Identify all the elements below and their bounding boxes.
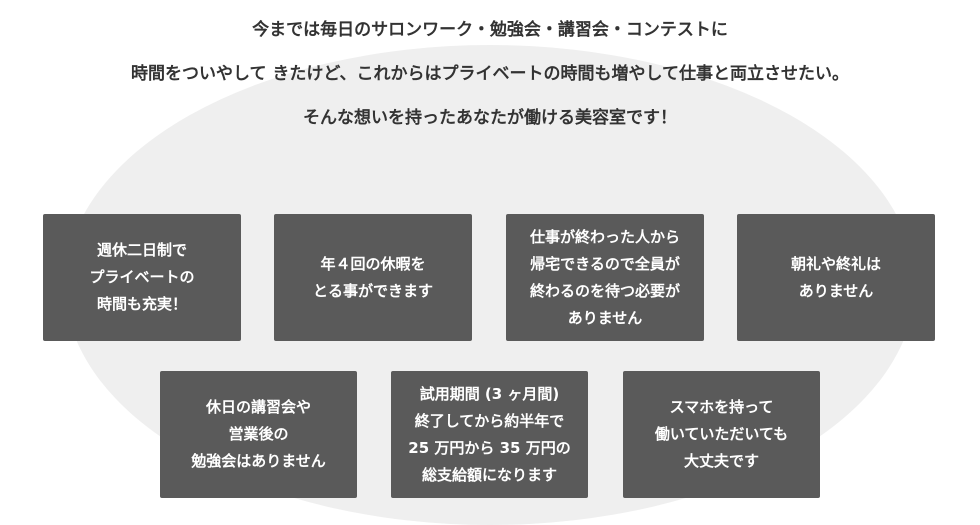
card-line: 帰宅できるので全員が [530,254,680,273]
card-line: 仕事が終わった人から [529,227,680,246]
benefit-card-salary: 試用期間 (3 ヶ月間) 終了してから約半年で 25 万円から 35 万円の 総… [391,371,588,498]
card-line: 週休二日制で [96,241,187,259]
benefit-card-go-home-early: 仕事が終わった人から 帰宅できるので全員が 終わるのを待つ必要が ありません [506,214,704,341]
card-line: 試用期間 (3 ヶ月間) [419,384,560,403]
card-line: とる事ができます [312,281,433,300]
benefit-card-weekly-holidays: 週休二日制で プライベートの 時間も充実！ [43,214,241,341]
card-line: スマホを持って [669,398,774,416]
card-line: 朝礼や終礼は [790,254,881,273]
card-line: 総支給額になります [421,465,557,484]
card-line: 働いていただいても [654,425,789,443]
intro-line-1: 今までは毎日のサロンワーク・勉強会・講習会・コンテストに [252,20,728,40]
intro-line-3: そんな想いを持ったあなたが働ける美容室です！ [303,108,677,128]
card-line: 終了してから約半年で [414,411,565,430]
benefit-card-no-study-sessions: 休日の講習会や 営業後の 勉強会はありません [160,371,357,498]
card-line: 大丈夫です [683,452,759,470]
card-line: 終わるのを待つ必要が [529,281,680,300]
benefit-card-smartphone-ok: スマホを持って 働いていただいても 大丈夫です [623,371,820,498]
benefit-card-vacation: 年４回の休暇を とる事ができます [274,214,472,341]
intro-line-2: 時間をついやして きたけど、これからはプライベートの時間も増やして仕事と両立させ… [130,64,850,84]
benefit-card-no-meetings: 朝礼や終礼は ありません [737,214,935,341]
card-line: ありません [567,308,643,327]
card-line: 年４回の休暇を [320,254,426,273]
card-line: 営業後の [228,425,289,443]
card-line: 時間も充実！ [96,295,187,313]
card-line: 勉強会はありません [191,452,326,470]
card-line: 休日の講習会や [205,398,311,416]
card-line: ありません [798,281,874,300]
card-line: 25 万円から 35 万円の [408,438,571,457]
card-line: プライベートの [89,268,195,286]
